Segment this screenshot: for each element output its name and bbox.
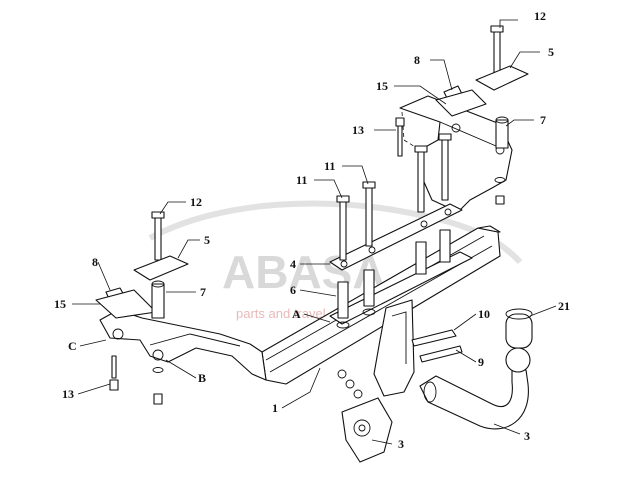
callout-7-left: 7 (200, 285, 206, 299)
callout-8-left: 8 (92, 255, 98, 269)
tow-ball-arm (419, 308, 533, 430)
callout-labels: 12 5 8 15 7 13 11 11 12 5 4 6 8 15 7 A C… (54, 9, 570, 451)
callout-5-left: 5 (204, 233, 210, 247)
long-bolts (336, 133, 452, 329)
left-hardware (95, 211, 189, 405)
callout-12-left: 12 (190, 195, 202, 209)
callout-1: 1 (272, 401, 278, 415)
callout-3-plate: 3 (398, 437, 404, 451)
callout-B: B (198, 371, 206, 385)
callout-A: A (292, 307, 301, 321)
watermark-tagline: parts and travel (236, 306, 326, 321)
callout-10: 10 (478, 307, 490, 321)
callout-4: 4 (290, 257, 296, 271)
callout-5-top: 5 (548, 45, 554, 59)
callout-3-ball: 3 (524, 429, 530, 443)
center-mount (337, 299, 463, 399)
callout-12-top: 12 (534, 9, 546, 23)
callout-9: 9 (478, 355, 484, 369)
callout-C: C (68, 339, 77, 353)
callout-6: 6 (290, 283, 296, 297)
callout-15-left: 15 (54, 297, 66, 311)
socket-plate (341, 397, 393, 463)
left-side-bracket (99, 309, 267, 381)
callout-13-left: 13 (62, 387, 74, 401)
callout-7-top: 7 (540, 113, 546, 127)
top-right-hardware (395, 25, 529, 205)
callout-8-top: 8 (414, 53, 420, 67)
callout-21: 21 (558, 299, 570, 313)
callout-15-top: 15 (376, 79, 388, 93)
leader-lines (72, 19, 557, 445)
callout-11-b: 11 (324, 159, 335, 173)
callout-13-top: 13 (352, 123, 364, 137)
callout-11-a: 11 (296, 173, 307, 187)
